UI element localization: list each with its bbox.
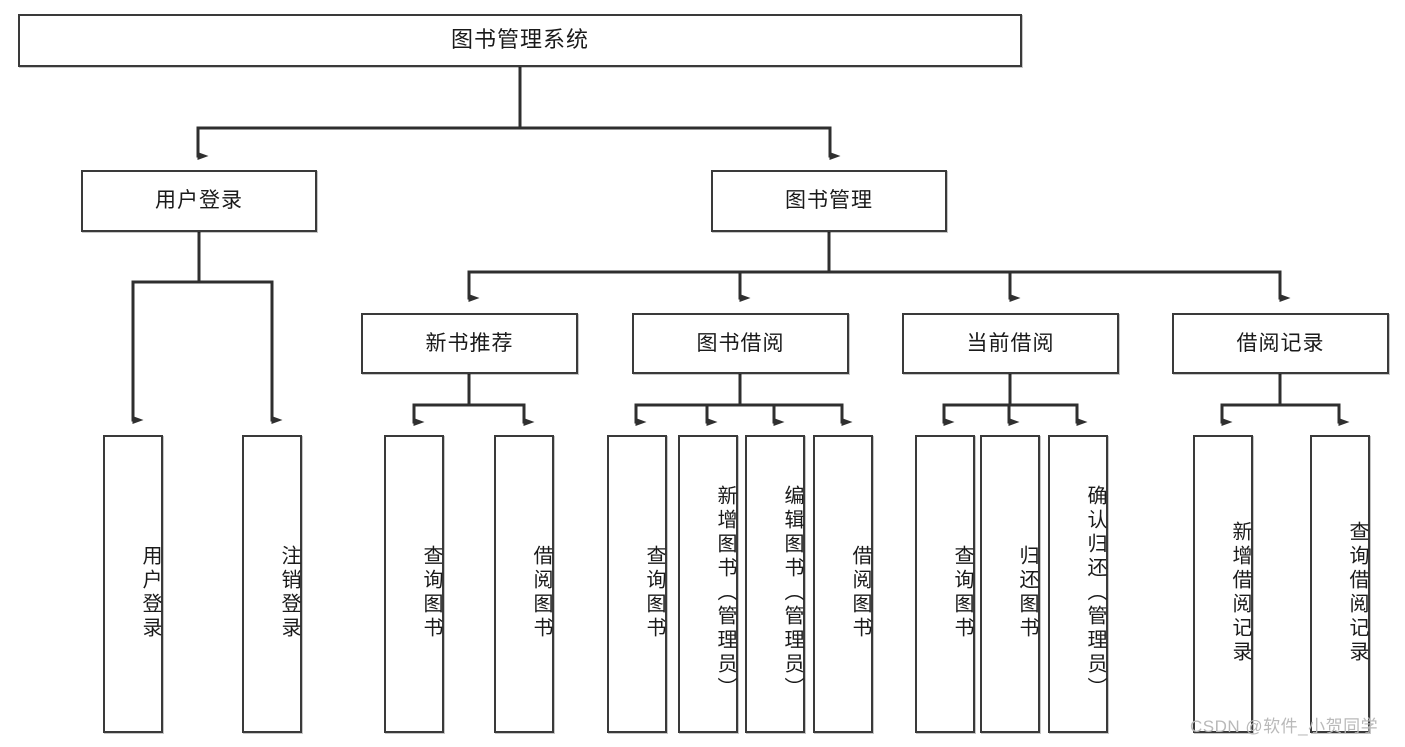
node-current-borrow[interactable]: 当前借阅 bbox=[902, 313, 1119, 374]
node-label: 查询图书 bbox=[951, 545, 973, 641]
node-label: 新书推荐 bbox=[425, 331, 514, 355]
node-label: 借阅图书 bbox=[530, 545, 552, 641]
node-label: 借阅记录 bbox=[1236, 331, 1325, 355]
node-label: 图书管理 bbox=[785, 189, 873, 213]
leaf-query-book-current[interactable]: 查询图书 bbox=[915, 435, 975, 733]
node-borrow-record[interactable]: 借阅记录 bbox=[1172, 313, 1389, 374]
leaf-confirm-return-admin[interactable]: 确认归还（管理员） bbox=[1048, 435, 1108, 733]
node-label: 图书管理系统 bbox=[450, 27, 589, 53]
node-label: 新增借阅记录 bbox=[1229, 521, 1251, 665]
node-label: 用户登录 bbox=[155, 189, 243, 213]
node-label: 用户登录 bbox=[139, 545, 161, 641]
node-label: 注销登录 bbox=[278, 545, 300, 641]
leaf-query-book-recommend[interactable]: 查询图书 bbox=[384, 435, 444, 733]
leaf-edit-book-admin[interactable]: 编辑图书（管理员） bbox=[745, 435, 805, 733]
leaf-query-book-borrow[interactable]: 查询图书 bbox=[607, 435, 667, 733]
node-label: 新增图书（管理员） bbox=[714, 485, 736, 701]
leaf-return-book[interactable]: 归还图书 bbox=[980, 435, 1040, 733]
node-label: 归还图书 bbox=[1016, 545, 1038, 641]
leaf-query-borrow-record[interactable]: 查询借阅记录 bbox=[1310, 435, 1370, 733]
node-new-book-recommend[interactable]: 新书推荐 bbox=[361, 313, 578, 374]
node-label: 借阅图书 bbox=[849, 545, 871, 641]
leaf-borrow-book-recommend[interactable]: 借阅图书 bbox=[494, 435, 554, 733]
node-label: 确认归还（管理员） bbox=[1084, 485, 1106, 701]
node-root-book-management-system[interactable]: 图书管理系统 bbox=[18, 14, 1022, 67]
node-book-borrow[interactable]: 图书借阅 bbox=[632, 313, 849, 374]
node-label: 编辑图书（管理员） bbox=[781, 485, 803, 701]
node-label: 图书借阅 bbox=[696, 331, 785, 355]
node-user-login[interactable]: 用户登录 bbox=[81, 170, 317, 232]
leaf-borrow-book[interactable]: 借阅图书 bbox=[813, 435, 873, 733]
leaf-logout-login[interactable]: 注销登录 bbox=[242, 435, 302, 733]
node-label: 查询图书 bbox=[643, 545, 665, 641]
node-label: 当前借阅 bbox=[966, 331, 1055, 355]
node-label: 查询借阅记录 bbox=[1346, 521, 1368, 665]
node-label: 查询图书 bbox=[420, 545, 442, 641]
leaf-user-login[interactable]: 用户登录 bbox=[103, 435, 163, 733]
leaf-add-book-admin[interactable]: 新增图书（管理员） bbox=[678, 435, 738, 733]
csdn-watermark: CSDN @软件_小贺同学 bbox=[1190, 717, 1379, 736]
node-book-manage[interactable]: 图书管理 bbox=[711, 170, 947, 232]
leaf-add-borrow-record[interactable]: 新增借阅记录 bbox=[1193, 435, 1253, 733]
